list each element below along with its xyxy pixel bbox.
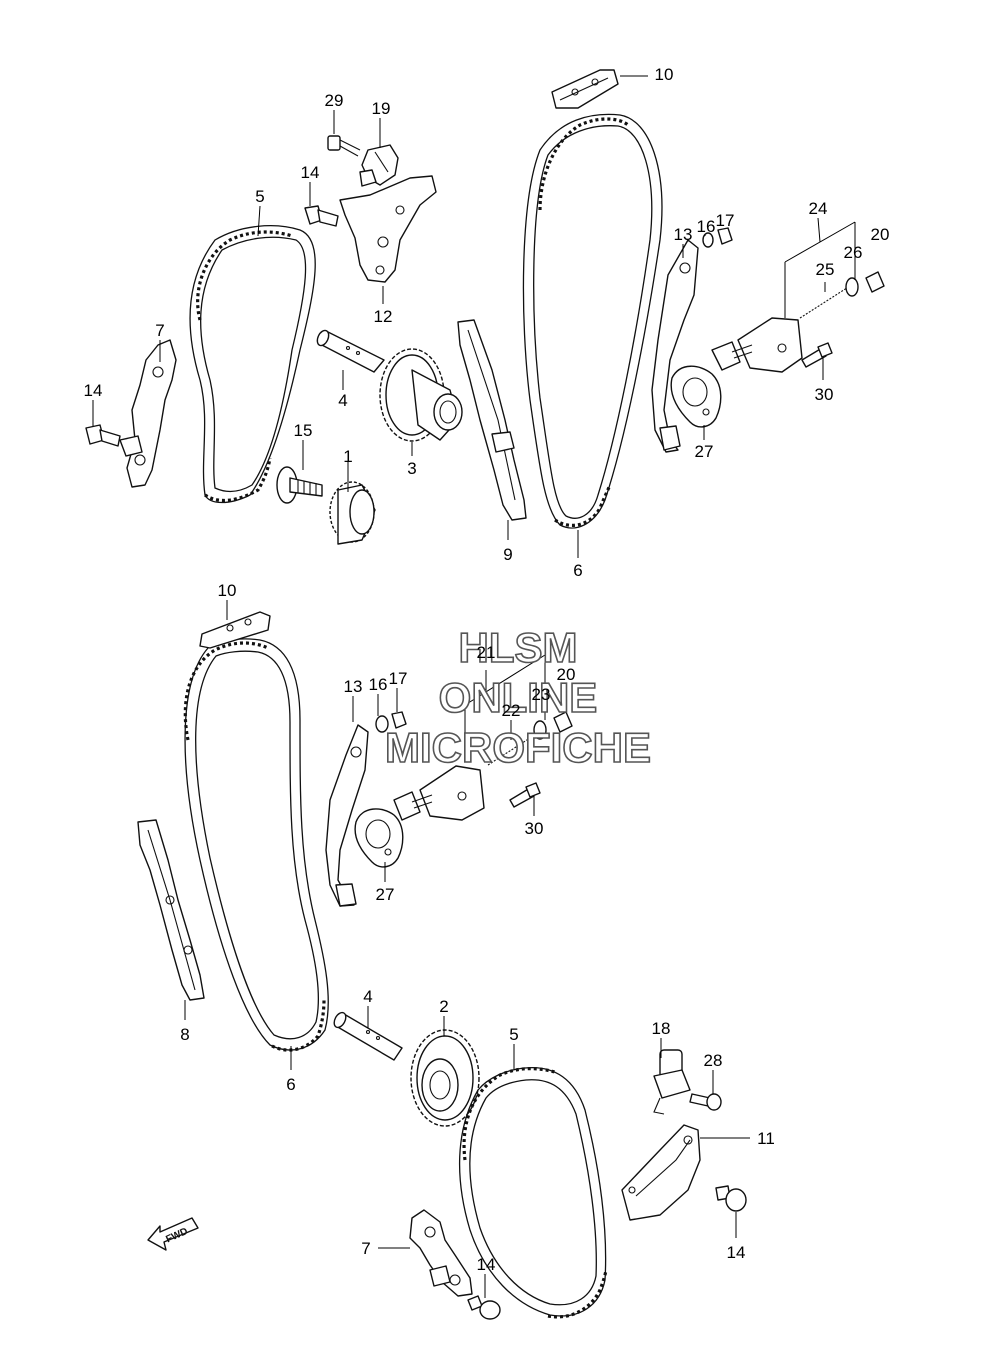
sensor-18 [653,1049,691,1115]
bolt-30-lower [509,782,541,808]
callout-10: 10 [218,581,237,600]
callout-4: 4 [363,987,372,1006]
bearing-1 [329,481,376,545]
callout-14: 14 [84,381,103,400]
callout-5: 5 [255,187,264,206]
callout-14: 14 [301,163,320,182]
spring-25 [799,285,851,319]
callout-1: 1 [343,447,352,466]
callout-11: 11 [757,1129,775,1148]
tensioner-24-upper [711,317,803,373]
callout-17: 17 [716,211,735,230]
shaft-4-upper [316,329,385,373]
callout-3: 3 [407,459,416,478]
callout-8: 8 [180,1025,189,1044]
bolt-14-upper [304,205,339,227]
callout-6: 6 [573,561,582,580]
callout-16: 16 [369,675,388,694]
fwd-arrow-icon: FWD [147,1217,199,1251]
callout-20: 20 [871,225,890,244]
callout-28: 28 [704,1051,723,1070]
callout-25: 25 [816,260,835,279]
sprocket-2 [410,1029,480,1127]
callout-29: 29 [325,91,344,110]
callout-13: 13 [674,225,693,244]
callout-30: 30 [815,385,834,404]
callout-12: 12 [374,307,393,326]
callout-30: 30 [525,819,544,838]
cam-chain-5-lower [458,1066,608,1319]
callout-10: 10 [655,65,674,84]
tensioner-arm-13-lower [325,724,369,907]
callout-15: 15 [294,421,313,440]
washer-23 [533,720,547,740]
guide-10-lower [199,611,271,649]
gasket-27-upper [670,365,722,428]
washer-16-lower [375,715,389,733]
callout-labels: 29 19 14 5 12 7 14 4 15 1 3 10 13 16 17 … [84,65,890,1274]
callout-13: 13 [344,677,363,696]
bolt-14-lower-left [467,1295,501,1320]
callout-7: 7 [155,321,164,340]
callout-22: 22 [502,701,521,720]
chain-guide-7-upper [119,339,177,488]
bolt-14-lower-right [715,1185,747,1212]
nut-17-lower [391,711,407,729]
callout-21: 21 [477,643,496,662]
shaft-4-lower [333,1011,403,1061]
stud-15 [276,466,323,504]
callout-17: 17 [389,669,408,688]
callout-19: 19 [372,99,391,118]
callout-5: 5 [509,1025,518,1044]
bolt-20-upper [865,271,885,293]
callout-18: 18 [652,1019,671,1038]
nut-17-upper [717,227,733,245]
watermark: HLSM ONLINE MICROFICHE [384,623,652,772]
callout-7: 7 [361,1239,370,1258]
callout-27: 27 [376,885,395,904]
guide-10-upper [551,69,619,109]
callout-20: 20 [557,665,576,684]
bolt-29 [327,135,361,157]
bolt-14-left [85,424,121,447]
cam-chain-6-upper [522,113,663,529]
callout-14: 14 [727,1243,746,1262]
callout-9: 9 [503,545,512,564]
callout-4: 4 [338,391,347,410]
chain-guide-8 [137,819,205,1001]
chain-guide-11 [621,1124,701,1221]
callout-16: 16 [697,217,716,236]
chain-guide-9 [457,319,527,521]
callout-26: 26 [844,243,863,262]
group-bracket-21 [464,654,546,760]
callout-2: 2 [439,997,448,1016]
sprocket-3 [379,348,463,442]
callout-24: 24 [809,199,828,218]
chain-guide-7-lower [409,1209,473,1297]
cam-chain-6-lower [183,638,329,1052]
callout-14: 14 [477,1255,496,1274]
watermark-line3: MICROFICHE [385,724,651,771]
spring-22 [487,737,531,766]
gasket-27-lower [354,808,404,868]
tensioner-arm-13-upper [651,239,699,453]
chain-guide-12 [339,175,437,283]
washer-16-upper [702,232,714,248]
bolt-30-upper [801,342,833,368]
bolt-20-lower [553,711,573,733]
group-bracket-24 [784,217,856,318]
cam-chain-5-upper [189,225,316,504]
tensioner-21-lower [393,765,485,821]
leader-lines [92,75,826,1298]
watermark-line1: HLSM [459,624,578,671]
sensor-19 [359,144,399,187]
callout-6: 6 [286,1075,295,1094]
washer-26 [845,277,859,297]
callout-27: 27 [695,442,714,461]
callout-23: 23 [532,685,551,704]
watermark-line2: ONLINE [439,674,598,721]
bolt-28 [689,1093,722,1111]
